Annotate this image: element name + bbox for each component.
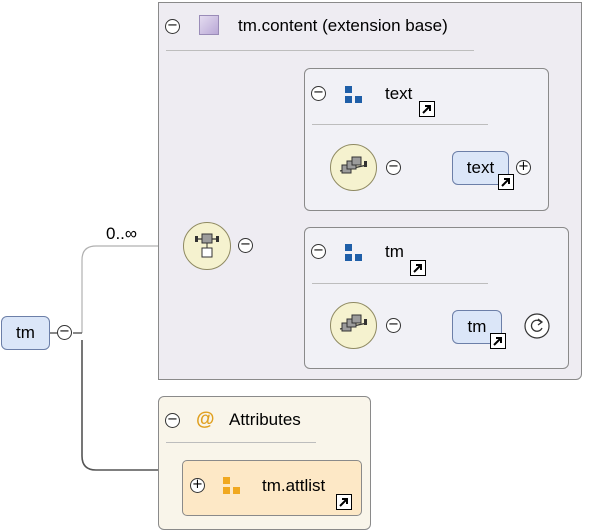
attributes-collapse-button[interactable]: − bbox=[165, 413, 180, 428]
choice-icon bbox=[339, 314, 368, 332]
choice-icon bbox=[339, 156, 368, 174]
attlist-expand-button[interactable]: + bbox=[190, 478, 205, 493]
group-text-separator bbox=[312, 124, 488, 125]
group-tm-collapse-button[interactable]: − bbox=[311, 244, 326, 259]
element-text-link-icon[interactable] bbox=[498, 174, 514, 190]
element-text-label: text bbox=[466, 158, 495, 177]
choice-tm-collapse-button[interactable]: − bbox=[386, 318, 401, 333]
attlist-group-box[interactable] bbox=[182, 460, 362, 516]
attribute-at-icon: @ bbox=[196, 409, 215, 430]
attribute-group-icon bbox=[223, 477, 240, 494]
group-text-icon bbox=[345, 86, 362, 103]
sequence-icon bbox=[195, 233, 219, 258]
sequence-collapse-button[interactable]: − bbox=[238, 238, 253, 253]
element-tm-link-icon[interactable] bbox=[490, 333, 506, 349]
group-tm-title: tm bbox=[385, 242, 404, 261]
group-text-link-icon[interactable] bbox=[419, 101, 435, 117]
recursion-icon bbox=[524, 313, 550, 339]
group-tm-link-icon[interactable] bbox=[410, 260, 426, 276]
choice-compositor-tm[interactable] bbox=[330, 302, 377, 349]
attlist-label: tm.attlist bbox=[262, 476, 326, 495]
group-tm-separator bbox=[312, 283, 488, 284]
choice-compositor-text[interactable] bbox=[330, 144, 377, 191]
element-text[interactable]: text bbox=[452, 151, 509, 185]
extension-collapse-button[interactable]: − bbox=[165, 19, 180, 34]
element-tm-label: tm bbox=[467, 317, 487, 336]
group-text-title: text bbox=[385, 84, 413, 103]
group-text-collapse-button[interactable]: − bbox=[311, 86, 326, 101]
attlist-link-icon[interactable] bbox=[336, 494, 352, 510]
group-tm-icon bbox=[345, 244, 362, 261]
choice-text-collapse-button[interactable]: − bbox=[386, 160, 401, 175]
root-element-tm[interactable]: tm bbox=[1, 316, 50, 350]
attributes-title: Attributes bbox=[229, 410, 301, 429]
extension-separator bbox=[166, 50, 474, 51]
attributes-separator bbox=[166, 442, 316, 443]
root-element-label: tm bbox=[16, 323, 35, 342]
cardinality-label: 0..∞ bbox=[106, 224, 138, 243]
complex-type-icon bbox=[199, 15, 219, 35]
root-collapse-button[interactable]: − bbox=[57, 325, 72, 340]
extension-title: tm.content (extension base) bbox=[238, 16, 448, 35]
element-text-expand-button[interactable]: + bbox=[516, 160, 531, 175]
sequence-compositor[interactable] bbox=[183, 222, 231, 270]
